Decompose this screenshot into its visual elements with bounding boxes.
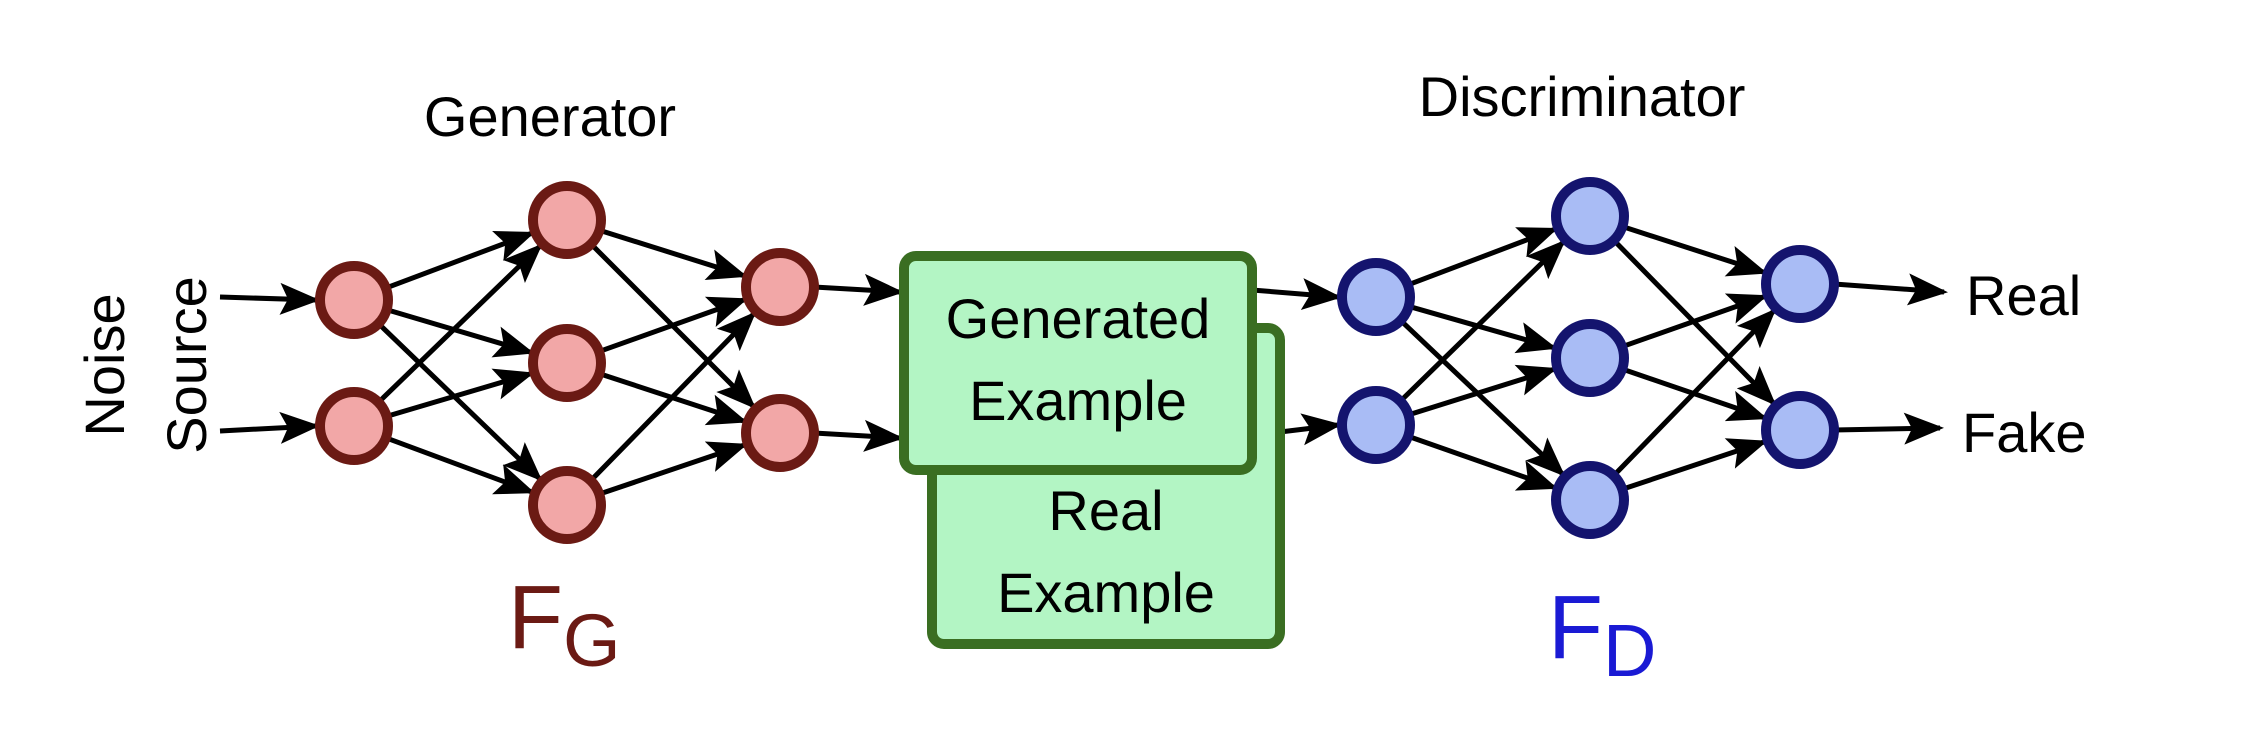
generator-edge-0-1-2: [385, 435, 536, 495]
generator-edge-1-2-0: [588, 311, 757, 483]
real-example-line1: Real: [1048, 479, 1163, 542]
generated-example-line2: Example: [969, 369, 1187, 432]
source-label: Source: [155, 276, 218, 453]
discriminator-edge-1-2-0: [1611, 308, 1777, 478]
generator-node-2-1: [741, 394, 819, 472]
generator-edge-1-0-0: [598, 227, 748, 281]
generator-symbol: FG: [508, 568, 621, 682]
generator-symbol-text: FG: [508, 568, 621, 682]
discriminator-title: Discriminator: [1419, 65, 1746, 128]
generator-edge-0-0-0: [384, 231, 536, 291]
discriminator-symbol-text: FD: [1548, 578, 1656, 692]
noise-label: Noise: [73, 293, 136, 436]
discriminator-symbol-main: F: [1548, 578, 1603, 678]
generated-example-box: Generated Example: [899, 251, 1257, 475]
generated-example-line1: Generated: [946, 287, 1211, 350]
discriminator-node-1-1: [1551, 319, 1629, 397]
network-edges: [219, 224, 1948, 497]
discriminator-edge-1-0-0: [1621, 224, 1768, 277]
example-to-discriminator-arrow-1: [1251, 278, 1342, 311]
generator-node-1-1: [528, 324, 606, 402]
real-example-line2: Example: [997, 561, 1215, 624]
discriminator-node-2-0: [1761, 245, 1839, 323]
noise-input-arrow-1: [219, 282, 320, 315]
discriminator-edge-0-1-1: [1407, 364, 1558, 418]
discriminator-symbol: FD: [1548, 578, 1656, 692]
discriminator-node-0-0: [1337, 258, 1415, 336]
discriminator-edge-0-0-2: [1398, 318, 1566, 477]
generator-title: Generator: [424, 85, 676, 148]
noise-input-arrow-2: [219, 411, 320, 444]
generator-node-0-0: [315, 261, 393, 339]
discriminator-edge-0-0-1: [1408, 303, 1558, 354]
generator-edge-0-0-1: [385, 307, 535, 358]
network-nodes: [315, 177, 1839, 544]
generator-node-0-1: [315, 387, 393, 465]
generator-node-1-0: [528, 181, 606, 259]
discriminator-edge-0-1-0: [1398, 239, 1566, 404]
discriminator-node-1-2: [1551, 461, 1629, 539]
output-real-label: Real: [1966, 264, 2081, 327]
generator-edge-0-1-1: [385, 368, 535, 419]
generator-edge-0-0-2: [376, 321, 543, 482]
generator-node-2-0: [741, 248, 819, 326]
discriminator-node-1-0: [1551, 177, 1629, 255]
discriminator-edge-1-1-0: [1621, 293, 1768, 350]
output-fake-arrow: [1833, 412, 1944, 445]
discriminator-edge-1-2-1: [1621, 438, 1768, 492]
discriminator-edge-0-1-2: [1407, 433, 1558, 491]
generator-edge-1-1-0: [598, 296, 748, 354]
generator-symbol-main: F: [508, 568, 563, 668]
discriminator-edge-0-0-0: [1406, 227, 1559, 288]
discriminator-symbol-subscript: D: [1603, 609, 1656, 692]
discriminator-node-2-1: [1761, 391, 1839, 469]
generator-node-1-2: [528, 466, 606, 544]
output-real-arrow: [1833, 273, 1948, 306]
discriminator-node-0-1: [1337, 386, 1415, 464]
example-to-discriminator-arrow-2: [1279, 413, 1342, 446]
generator-to-example-arrow-2: [813, 419, 904, 452]
generator-edge-1-2-1: [598, 441, 748, 497]
generator-symbol-subscript: G: [563, 599, 621, 682]
generator-edge-0-1-0: [376, 243, 543, 405]
output-fake-label: Fake: [1962, 401, 2087, 464]
generator-to-example-arrow-1: [813, 273, 904, 306]
